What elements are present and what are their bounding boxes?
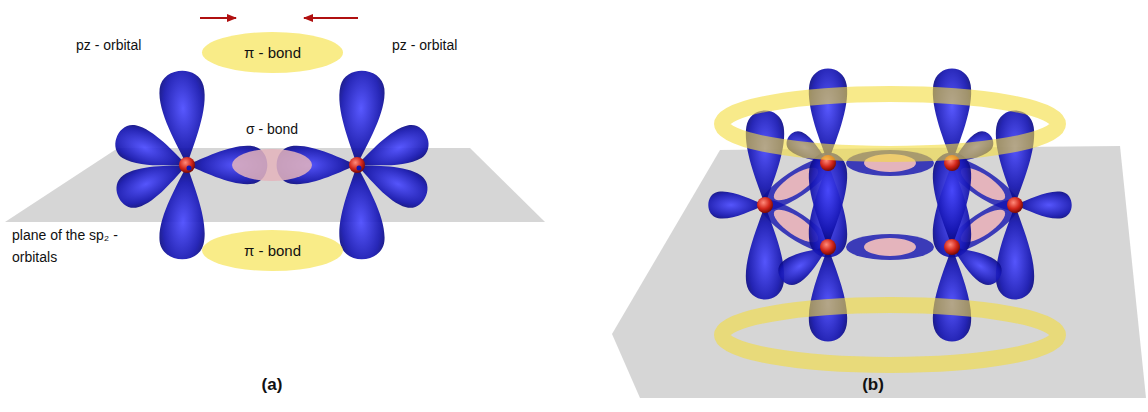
sp2-plane [612, 146, 1146, 398]
panel-caption: (b) [862, 374, 884, 396]
pi-bond-lobe: π - bond [200, 30, 345, 75]
orbital-label: pz - orbital [76, 34, 141, 56]
bond-text: π - bond [244, 242, 301, 259]
bond-label: σ - bond [246, 118, 298, 140]
approach-arrows [200, 18, 358, 19]
pi-electron-rings [722, 94, 1058, 365]
bond-text: π - bond [244, 44, 301, 61]
sp2-plane [5, 148, 545, 222]
panel-caption: (a) [262, 374, 283, 396]
orbital-label: pz - orbital [392, 34, 457, 56]
pi-bond-lobe: π - bond [200, 228, 345, 273]
plane-label: plane of the sp₂ - orbitals [12, 224, 140, 268]
